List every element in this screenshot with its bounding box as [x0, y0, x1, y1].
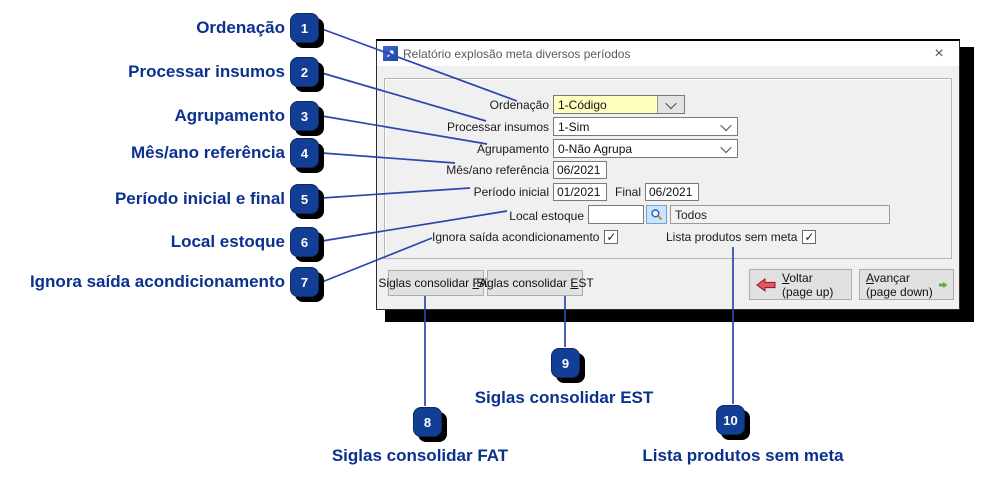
dialog-title: Relatório explosão meta diversos período…: [403, 46, 631, 61]
form-groupbox: [384, 78, 952, 259]
local-estoque-todos-field: Todos: [670, 205, 890, 224]
periodo-inicial-input[interactable]: [553, 183, 607, 201]
dialog-shadow-right: [960, 47, 974, 322]
avancar-button[interactable]: Avançar(page down): [859, 269, 954, 300]
voltar-button[interactable]: Voltar(page up): [749, 269, 852, 300]
siglas-consolidar-est-button[interactable]: Siglas consolidar EST: [476, 270, 594, 296]
ordenacao-dropdown-button[interactable]: [657, 96, 684, 113]
dialog-shadow-bottom: [385, 310, 974, 322]
annotation-label-lista-produtos: Lista produtos sem meta: [642, 446, 844, 465]
siglas-consolidar-fat-button[interactable]: Siglas consolidar FAT: [378, 270, 494, 296]
ordenacao-value: 1-Código: [554, 96, 657, 113]
local-estoque-search-button[interactable]: [646, 205, 667, 224]
ordenacao-label: Ordenação: [489, 98, 549, 112]
mes-ano-referencia-input[interactable]: [553, 161, 607, 179]
annotation-badge-2: 2: [290, 57, 319, 87]
lista-produtos-checkbox-row[interactable]: Lista produtos sem meta ✓: [666, 230, 817, 244]
agrupamento-value: 0-Não Agrupa: [558, 141, 633, 156]
annotation-badge-6: 6: [290, 227, 319, 257]
dialog-window: Relatório explosão meta diversos período…: [376, 39, 960, 310]
annotation-label-siglas-fat: Siglas consolidar FAT: [331, 446, 509, 465]
processar-insumos-dropdown[interactable]: 1-Sim: [553, 117, 738, 136]
annotation-label-agrupamento: Agrupamento: [174, 106, 286, 125]
lista-produtos-label: Lista produtos sem meta: [666, 230, 798, 244]
ignora-saida-label: Ignora saída acondicionamento: [432, 230, 600, 244]
annotation-label-ordenacao: Ordenação: [196, 18, 285, 37]
checkmark-icon: ✓: [606, 230, 617, 244]
annotation-badge-1: 1: [290, 13, 319, 43]
ordenacao-dropdown[interactable]: 1-Código: [553, 95, 685, 114]
ignora-saida-checkbox[interactable]: ✓: [604, 230, 619, 244]
annotation-label-ignora-saida: Ignora saída acondicionamento: [29, 272, 285, 291]
local-estoque-input[interactable]: [588, 205, 644, 224]
periodo-inicial-label: Período inicial: [473, 185, 549, 199]
close-icon[interactable]: ×: [934, 45, 944, 62]
local-estoque-label: Local estoque: [509, 209, 584, 223]
annotation-badge-9: 9: [551, 348, 580, 378]
periodo-final-input[interactable]: [645, 183, 699, 201]
search-icon: [651, 209, 663, 221]
annotation-badge-3: 3: [290, 101, 319, 131]
lista-produtos-checkbox[interactable]: ✓: [802, 230, 817, 244]
processar-insumos-value: 1-Sim: [558, 119, 590, 134]
red-left-arrow-icon: [756, 277, 776, 292]
annotation-label-local-estoque: Local estoque: [170, 232, 285, 251]
annotation-badge-4: 4: [290, 138, 319, 168]
chevron-down-icon: [665, 97, 677, 109]
annotation-label-processar-insumos: Processar insumos: [128, 62, 285, 81]
annotation-badge-5: 5: [290, 184, 319, 214]
annotation-badge-7: 7: [290, 267, 319, 297]
ignora-saida-checkbox-row[interactable]: Ignora saída acondicionamento ✓: [432, 230, 619, 244]
agrupamento-dropdown[interactable]: 0-Não Agrupa: [553, 139, 738, 158]
app-icon: [383, 46, 398, 61]
annotation-label-periodo: Período inicial e final: [114, 189, 285, 208]
annotation-label-siglas-est: Siglas consolidar EST: [474, 388, 654, 407]
green-right-arrow-icon: [938, 281, 947, 288]
chevron-down-icon: [720, 141, 732, 153]
periodo-final-label: Final: [614, 185, 641, 199]
annotation-label-mes-ano: Mês/ano referência: [130, 143, 285, 162]
annotation-badge-10: 10: [716, 405, 745, 435]
mes-ano-referencia-label: Mês/ano referência: [446, 163, 549, 177]
checkmark-icon: ✓: [804, 230, 815, 244]
processar-insumos-label: Processar insumos: [446, 120, 549, 134]
agrupamento-label: Agrupamento: [476, 142, 549, 156]
chevron-down-icon: [720, 119, 732, 131]
dialog-titlebar: Relatório explosão meta diversos período…: [377, 41, 959, 66]
annotation-badge-8: 8: [413, 407, 442, 437]
